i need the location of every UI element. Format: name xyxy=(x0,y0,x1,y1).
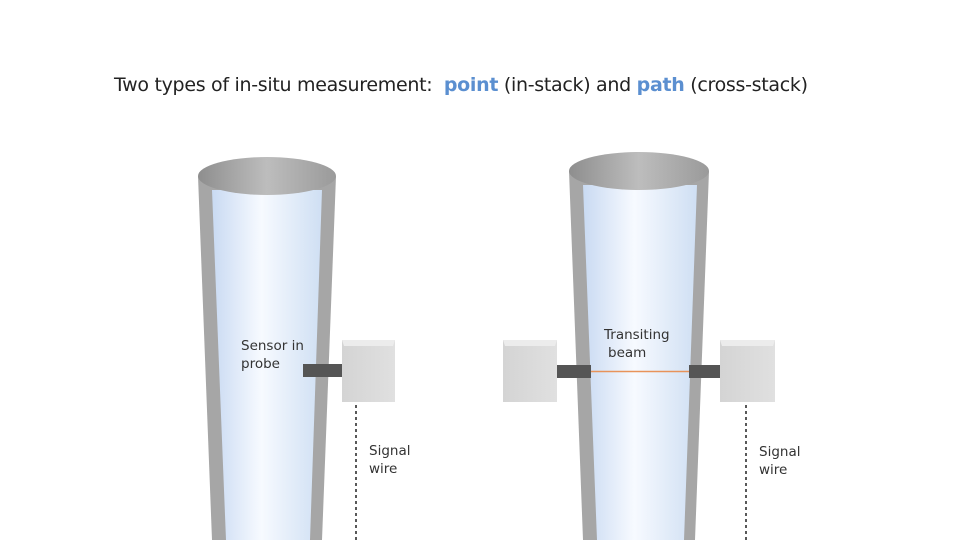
right-stack xyxy=(569,152,709,540)
right-stack-opening xyxy=(569,152,709,190)
beam-label-line2: beam xyxy=(608,345,647,361)
left-stack-opening xyxy=(198,157,336,195)
left-wire-label: Signal wire xyxy=(369,442,410,478)
sensor-label: Sensor in probe xyxy=(241,337,304,373)
right-wire-label: Signal wire xyxy=(759,443,800,479)
title-point-suffix: (in-stack) and xyxy=(503,74,631,96)
left-analyzer-box xyxy=(342,340,395,402)
beam-label: Transiting beam xyxy=(604,326,670,362)
title-path-suffix: (cross-stack) xyxy=(690,74,808,96)
title-point-highlight: point xyxy=(443,74,499,96)
right-probe-left xyxy=(556,365,591,378)
right-transmitter-box xyxy=(503,340,557,402)
right-probe-right xyxy=(689,365,721,378)
beam-label-line1: Transiting xyxy=(604,327,670,343)
left-wire-label-line1: Signal xyxy=(369,443,411,459)
right-stack-interior xyxy=(583,185,697,540)
right-wire-label-line1: Signal xyxy=(759,444,801,460)
title-prefix: Two types of in-situ measurement: xyxy=(114,74,433,96)
sensor-label-line2: probe xyxy=(241,356,280,372)
left-probe xyxy=(303,364,343,377)
left-stack-interior xyxy=(212,190,322,540)
right-receiver-box xyxy=(720,340,775,402)
left-stack xyxy=(198,157,336,540)
title-path-highlight: path xyxy=(636,74,685,96)
left-wire-label-line2: wire xyxy=(369,461,398,477)
slide-title: Two types of in-situ measurement: point … xyxy=(114,74,808,96)
sensor-label-line1: Sensor in xyxy=(241,338,304,354)
right-wire-label-line2: wire xyxy=(759,462,788,478)
